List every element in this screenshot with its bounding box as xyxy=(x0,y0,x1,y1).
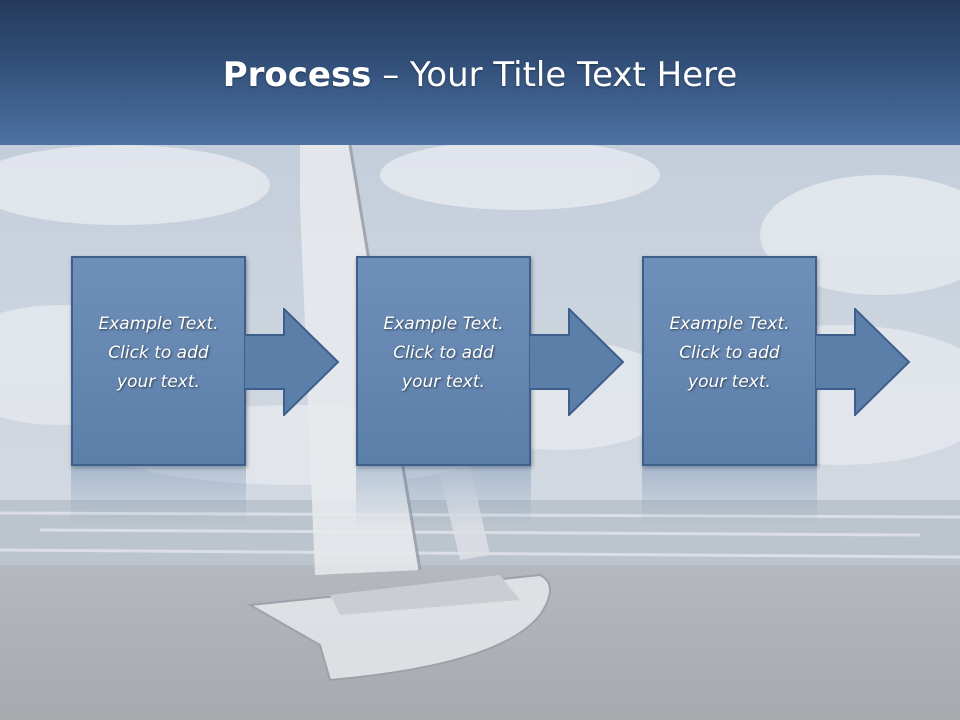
step-box[interactable] xyxy=(642,256,817,466)
process-step-3: Example Text. Click to add your text. xyxy=(642,256,817,526)
step-box[interactable] xyxy=(71,256,246,466)
process-step-2: Example Text. Click to add your text. xyxy=(356,256,531,526)
step-text[interactable]: Example Text. Click to add your text. xyxy=(98,314,219,392)
title-banner: Process – Your Title Text Here xyxy=(0,0,960,145)
step-reflection xyxy=(71,466,246,526)
right-arrow-icon xyxy=(244,308,340,416)
step-reflection xyxy=(642,466,817,526)
right-arrow-icon xyxy=(815,308,911,416)
step-box[interactable] xyxy=(356,256,531,466)
right-arrow-icon xyxy=(529,308,625,416)
slide-title[interactable]: Process – Your Title Text Here xyxy=(0,50,960,100)
process-step-1: Example Text. Click to add your text. xyxy=(71,256,246,526)
step-text[interactable]: Example Text. Click to add your text. xyxy=(669,314,790,392)
step-text[interactable]: Example Text. Click to add your text. xyxy=(383,314,504,392)
title-bold-part: Process xyxy=(222,55,372,95)
title-rest-part: – Your Title Text Here xyxy=(371,55,738,95)
step-reflection xyxy=(356,466,531,526)
